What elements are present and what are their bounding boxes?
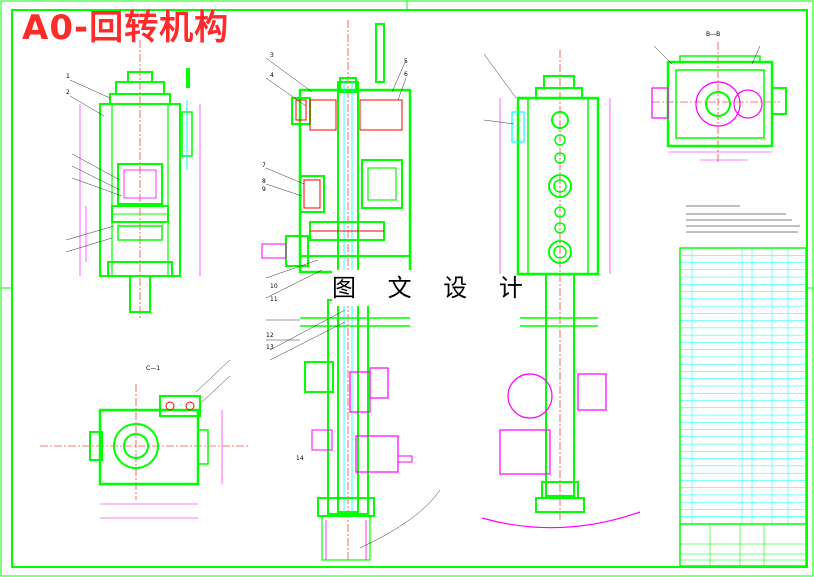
part-label-12: 12 xyxy=(266,332,274,339)
bottom-view-label: C—1 xyxy=(146,365,160,372)
part-label-5: 5 xyxy=(404,58,408,65)
bottom-view-left: C—1 xyxy=(40,359,250,519)
part-label-1: 1 xyxy=(66,73,70,80)
part-label-8: 8 xyxy=(262,178,266,185)
technical-notes xyxy=(686,205,800,233)
detail-view-top-right: B—B xyxy=(651,31,787,162)
drawing-title: A0-回转机构 xyxy=(22,8,230,48)
part-label-7: 7 xyxy=(262,162,266,169)
part-label-10: 10 xyxy=(270,283,278,290)
parts-list-frame xyxy=(679,247,807,567)
front-view-left: 1 2 xyxy=(65,40,201,320)
part-label-14: 14 xyxy=(296,455,304,462)
detail-view-label: B—B xyxy=(706,31,720,38)
part-label-4: 4 xyxy=(270,72,274,79)
part-label-11: 11 xyxy=(270,296,278,303)
parts-list-table xyxy=(679,247,807,567)
watermark-text: 图 文 设 计 xyxy=(332,270,523,306)
part-label-3: 3 xyxy=(270,52,274,59)
part-label-6: 6 xyxy=(404,71,408,78)
part-label-2: 2 xyxy=(66,89,70,96)
part-label-13: 13 xyxy=(266,344,274,351)
side-view-right xyxy=(481,50,641,529)
part-label-9: 9 xyxy=(262,186,266,193)
